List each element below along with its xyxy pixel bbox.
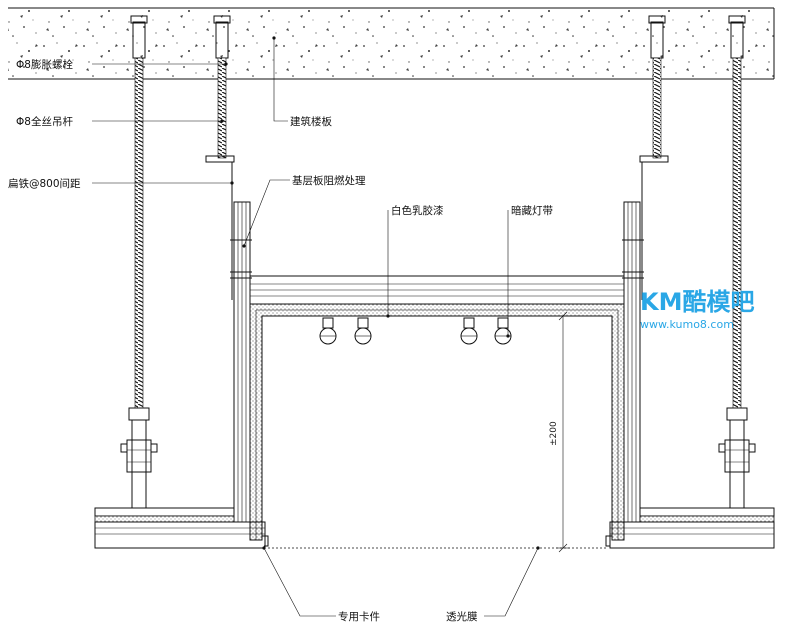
label-floor-slab: 建筑楼板 — [290, 115, 332, 128]
label-special-clip: 专用卡件 — [338, 610, 380, 623]
right-side-panel — [622, 201, 644, 523]
special-clips — [262, 535, 612, 547]
rod-hangers — [120, 407, 756, 508]
light-fixtures — [319, 317, 512, 345]
label-base-board: 基层板阻燃处理 — [292, 174, 366, 187]
leader-lines — [92, 36, 540, 617]
light-fixture-4 — [494, 317, 512, 345]
label-flat-iron: 扁铁@800间距 — [8, 177, 81, 190]
threaded-rod-4 — [732, 57, 742, 409]
label-hidden-light: 暗藏灯带 — [511, 204, 553, 217]
label-translucent-film: 透光膜 — [446, 610, 478, 623]
flat-iron-brackets — [205, 155, 669, 300]
threaded-rod-1 — [134, 57, 144, 409]
rod-hanger-right — [718, 407, 756, 508]
label-latex-paint: 白色乳胶漆 — [391, 204, 444, 217]
light-fixture-3 — [460, 317, 478, 345]
left-side-panel — [230, 201, 252, 523]
light-box — [249, 303, 625, 541]
light-fixture-1 — [319, 317, 337, 345]
rod-hanger-left — [120, 407, 158, 508]
label-expansion-bolt: Φ8膨胀螺栓 — [16, 58, 73, 71]
watermark-logo: KM酷模吧 — [640, 288, 754, 316]
threaded-rod-3 — [652, 57, 662, 159]
watermark: KM酷模吧 www.kumo8.com — [640, 288, 754, 331]
ceiling-board-left — [94, 507, 266, 549]
light-fixture-2 — [354, 317, 372, 345]
threaded-rod-2 — [217, 57, 227, 159]
top-board — [249, 275, 625, 305]
dimension-line — [556, 311, 570, 553]
label-threaded-rod: Φ8全丝吊杆 — [16, 115, 73, 128]
threaded-rods — [134, 57, 742, 409]
ceiling-board-right — [609, 507, 775, 549]
watermark-url: www.kumo8.com — [640, 318, 734, 331]
dimension-label: ±200 — [549, 421, 559, 446]
